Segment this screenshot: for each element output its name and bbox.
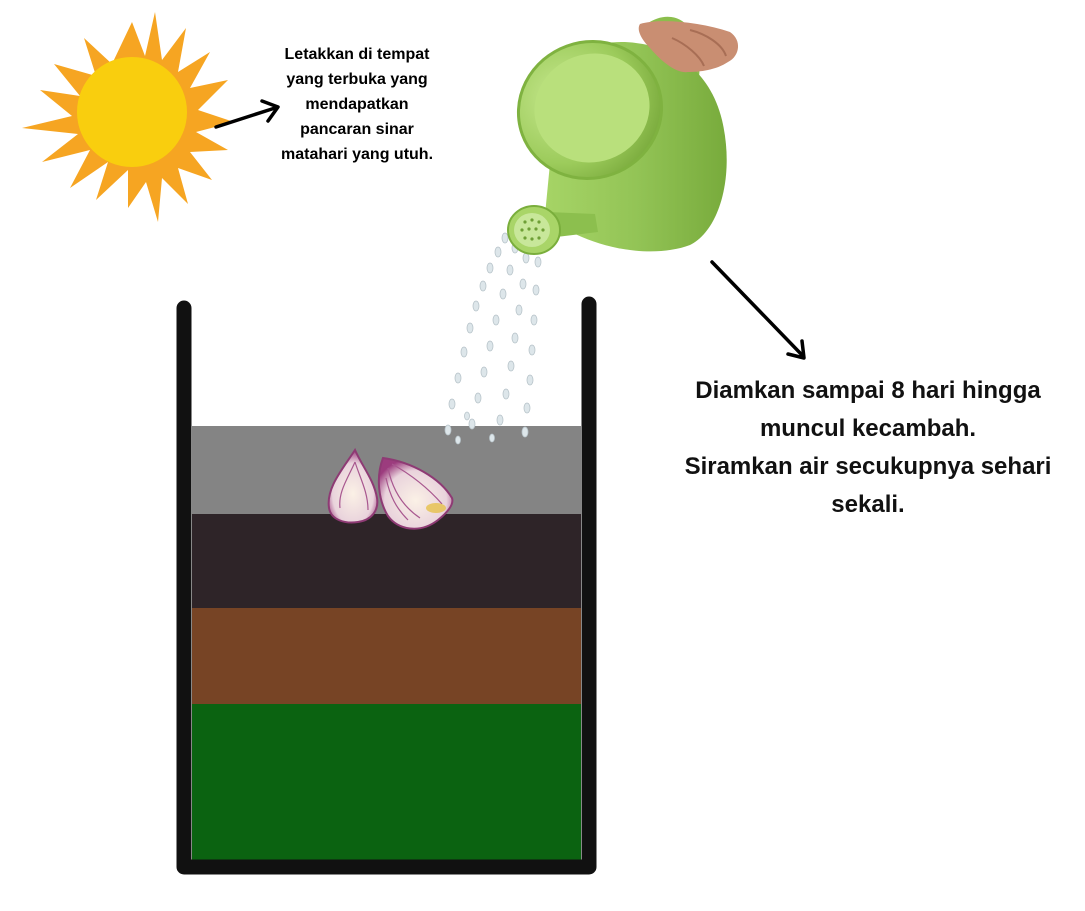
sun-arrow-icon bbox=[214, 99, 280, 129]
water-drops-icon bbox=[444, 232, 542, 445]
sun-icon bbox=[22, 12, 234, 222]
sun-caption-line: matahari yang utuh. bbox=[280, 146, 434, 163]
sun-core bbox=[77, 57, 187, 167]
instruction-caption: Diamkan sampai 8 hari hingga muncul keca… bbox=[658, 372, 1078, 524]
sun-caption-line: yang terbuka yang bbox=[286, 71, 428, 88]
sun-caption-line: pancaran sinar bbox=[300, 121, 414, 138]
instruction-line: Diamkan sampai 8 hari hingga bbox=[695, 377, 1041, 404]
sun-caption: Letakkan di tempat yang terbuka yang men… bbox=[262, 42, 452, 167]
pot bbox=[176, 296, 597, 875]
brown-soil-layer bbox=[192, 608, 581, 704]
onion-half-left bbox=[327, 447, 379, 524]
pot-wall bbox=[176, 296, 597, 875]
instruction-arrow-icon bbox=[710, 260, 806, 360]
dark-soil-layer bbox=[192, 514, 581, 608]
instruction-line: muncul kecambah. bbox=[759, 415, 977, 442]
onion-icon bbox=[327, 447, 454, 530]
sun-caption-line: Letakkan di tempat bbox=[284, 46, 430, 63]
instruction-line: Siramkan air secukupnya sehari bbox=[684, 453, 1052, 480]
sun-caption-line: mendapatkan bbox=[305, 96, 409, 113]
watering-can-icon bbox=[507, 16, 727, 255]
green-base-layer bbox=[192, 704, 581, 862]
instruction-line: sekali. bbox=[831, 491, 905, 518]
hand-icon bbox=[638, 21, 739, 73]
